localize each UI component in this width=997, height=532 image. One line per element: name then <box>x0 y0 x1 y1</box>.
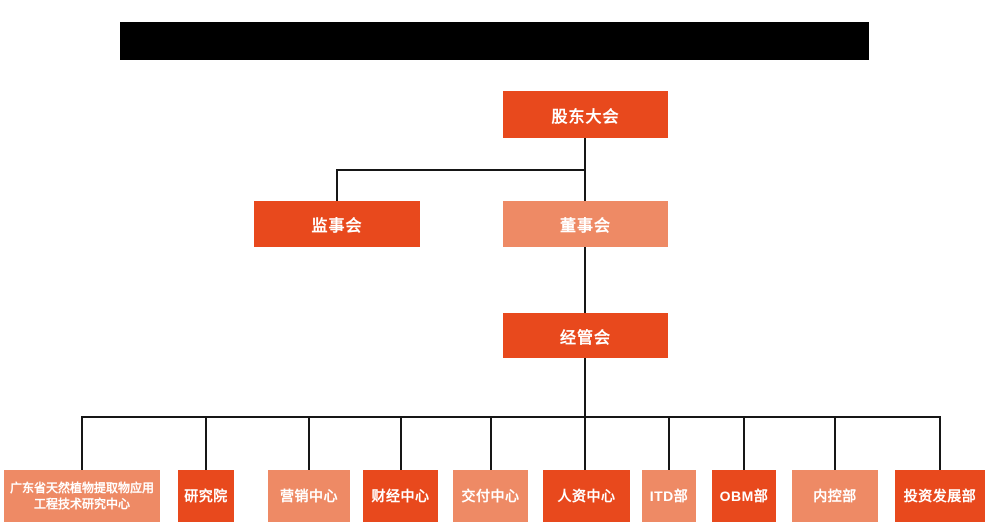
node-marketing-center: 营销中心 <box>268 470 350 522</box>
node-guangdong-plant-extract-research-center: 广东省天然植物提取物应用工程技术研究中心 <box>4 470 160 522</box>
connector-drop-internal-control-dept <box>834 416 836 470</box>
node-itd-dept: ITD部 <box>642 470 696 522</box>
node-hr-center: 人资中心 <box>543 470 630 522</box>
connector-drop-research-center <box>81 416 83 470</box>
node-delivery-center: 交付中心 <box>453 470 528 522</box>
node-shareholders-meeting: 股东大会 <box>503 91 668 138</box>
connector-level2-horizontal <box>336 169 586 171</box>
connector-drop-finance-center <box>400 416 402 470</box>
node-supervisory-board: 监事会 <box>254 201 420 247</box>
redacted-title-bar <box>120 22 869 60</box>
connector-drop-obm-dept <box>743 416 745 470</box>
connector-board-to-management <box>584 247 586 313</box>
connector-drop-delivery-center <box>490 416 492 470</box>
connector-drop-investment-dev-dept <box>939 416 941 470</box>
node-investment-dev-dept: 投资发展部 <box>895 470 985 522</box>
connector-drop-itd-dept <box>668 416 670 470</box>
node-internal-control-dept: 内控部 <box>792 470 878 522</box>
connector-to-supervisory-board <box>336 169 338 201</box>
node-finance-center: 财经中心 <box>363 470 438 522</box>
connector-drop-marketing-center <box>308 416 310 470</box>
connector-drop-research-institute <box>205 416 207 470</box>
node-research-institute: 研究院 <box>178 470 234 522</box>
connector-drop-hr-center <box>584 416 586 470</box>
node-obm-dept: OBM部 <box>712 470 776 522</box>
node-board-of-directors: 董事会 <box>503 201 668 247</box>
node-management-committee: 经管会 <box>503 313 668 358</box>
connector-departments-horizontal <box>81 416 941 418</box>
connector-management-stem <box>584 358 586 417</box>
